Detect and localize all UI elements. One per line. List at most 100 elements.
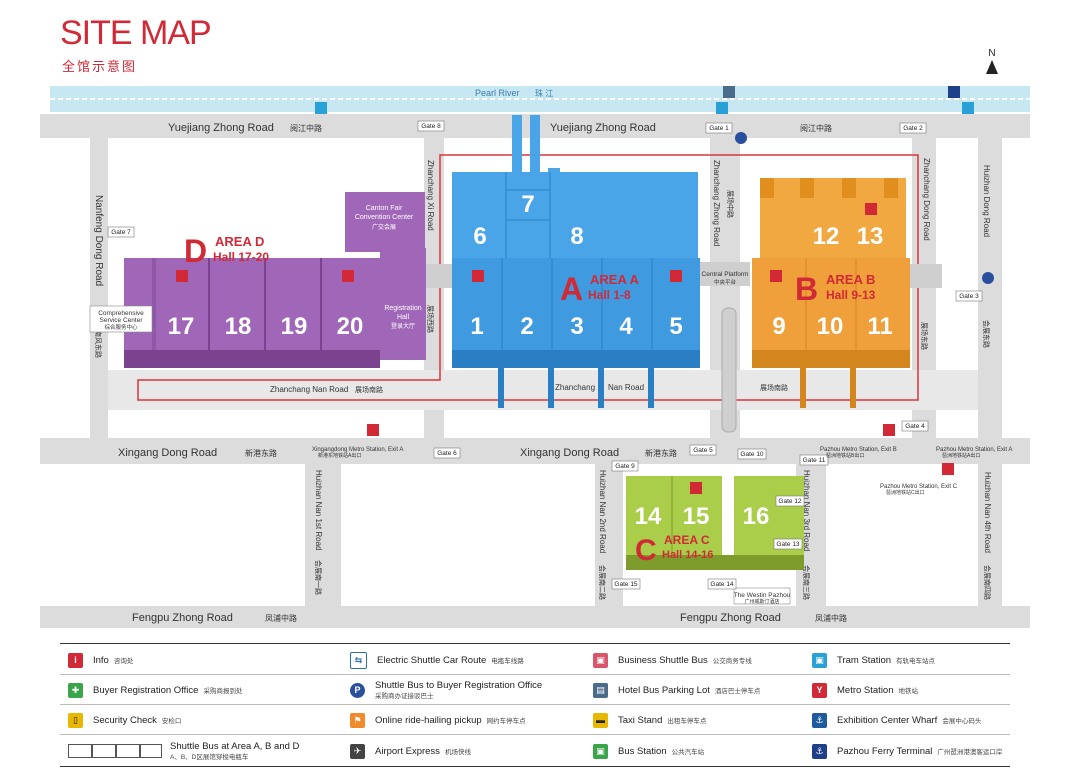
legend-buyer-registration-cn: 采购商报到处 [203,688,243,695]
gate-10: Gate 10 [740,451,764,458]
bus-station-icon: ▣ [593,743,608,759]
legend-ferry: ⚓ Pazhou Ferry Terminal 广州琶洲港澳客运口岸 [812,740,1002,762]
wharf-icon: ⚓ [812,712,827,728]
gate-8: Gate 8 [421,123,441,130]
comprehensive-label: Comprehensive [98,310,144,317]
area-b-letter: B [795,271,818,307]
hall-14: 14 [635,503,662,530]
area-c-halls: Hall 14-16 [662,549,713,561]
legend-hotel-bus-cn: 酒店巴士停车点 [714,688,761,695]
parking-icon: P [350,682,365,698]
legend-info-text: Info [93,654,109,666]
hall-18: 18 [225,313,252,340]
legend-ride-hailing-text: Online ride-hailing pickup [375,714,482,726]
area-d-label: AREA D [215,234,264,249]
pazhou-b-station: Pazhou Metro Station, Exit B [820,447,897,453]
legend-info-cn: 咨询处 [113,658,134,665]
hall-3: 3 [570,313,583,340]
hall-4: 4 [619,313,633,340]
hall-10: 10 [817,313,844,340]
road-huizhan-nan3: Huizhan Nan 3rd Road [802,470,811,551]
road-zhanchang-xi-cn: 展场西路 [426,305,435,333]
road-huizhan-nan2: Huizhan Nan 2nd Road [598,470,607,553]
pazhou-a-station: Pazhou Metro Station, Exit A [936,447,1012,453]
info-markers [176,203,877,494]
convention-center [345,192,425,252]
road-yuejiang-left: Yuejiang Zhong Road [168,122,274,134]
road-fengpu-left: Fengpu Zhong Road [132,612,233,624]
shuttle-route-icon: ⇆ [350,651,367,669]
convention-label-cn: 广交会展 [372,223,396,231]
area-c-block [626,476,722,570]
road-xingang-mid: Xingang Dong Road [520,447,619,459]
tram-icon: ▣ [812,652,827,668]
road-zhanchang-nan-mid2: Nan Road [608,383,644,392]
road-yuejiang-left-cn: 阅江中路 [290,123,322,133]
area-b-back [760,178,906,258]
hall-12: 12 [813,223,840,250]
site-map: Pearl River 珠 江 Yuejiang Zhong Road 阅江中路… [40,86,1030,628]
north-label: N [988,48,996,59]
area-c-label: AREA C [664,533,710,547]
business-bus-icon: ▣ [593,652,608,668]
buyer-registration-icon: ✚ [68,682,83,698]
road-zhanchang-zhong: Zhanchang Zhong Road [712,160,721,246]
legend-taxi-text: Taxi Stand [618,714,663,726]
airport-express-icon: ✈ [350,743,365,759]
hall-20: 20 [337,313,364,340]
legend-tram-text: Tram Station [837,654,892,666]
legend-shuttle-buyer: P Shuttle Bus to Buyer Registration Offi… [350,679,542,701]
hall-11: 11 [867,313,892,340]
area-b-label: AREA B [826,272,875,287]
legend-shuttle-route-cn: 电瓶车线路 [491,658,524,665]
convention-label-2: Convention Center [355,214,414,221]
area-d-letter: D [184,233,207,269]
legend-ferry-cn: 广州琶洲港澳客运口岸 [937,749,1003,756]
gate-6: Gate 6 [437,450,457,457]
gate-1: Gate 1 [709,125,729,132]
legend-security-text: Security Check [93,714,157,726]
area-a-back [452,172,698,258]
road-zhanchang-dong-cn: 展场东路 [920,322,929,350]
hall-13: 13 [857,223,884,250]
area-d-halls: Hall 17-20 [213,250,269,264]
shuttle-route [137,154,919,401]
hall-19: 19 [281,313,308,340]
area-c-letter: C [635,534,657,567]
legend-security: ▯ Security Check 安检口 [68,709,181,731]
legend-security-cn: 安检口 [161,718,182,725]
gate-13: Gate 13 [776,541,800,548]
road-huizhan-nan4-cn: 会展南四路 [983,565,992,600]
hall-2: 2 [520,313,533,340]
legend-shuttle-buyer-text: Shuttle Bus to Buyer Registration Office [375,680,543,691]
area-a-front [452,258,700,368]
legend-airport-express-cn: 机场快线 [444,749,471,756]
hall-7: 7 [521,191,534,218]
security-icon: ▯ [68,712,83,728]
shuttle-abd-icon [68,744,162,758]
hall-15: 15 [683,503,710,530]
xingangdong-station: Xingangdong Metro Station, Exit A [312,447,403,453]
hall-6: 6 [473,223,486,250]
road-yuejiang-mid: Yuejiang Zhong Road [550,122,656,134]
road-fengpu-left-cn: 凤浦中路 [265,613,297,623]
road-huizhan-nan2-cn: 会展南二路 [598,565,607,600]
gate-5: Gate 5 [693,447,713,454]
legend-metro-text: Metro Station [837,684,894,696]
gate-9: Gate 9 [615,463,635,470]
legend-ride-hailing-cn: 网约车停车点 [486,718,526,725]
central-platform [700,262,750,286]
pazhou-a-station-cn: 琶洲地铁站A出口 [942,452,980,459]
ferry-icon: ⚓ [812,743,827,759]
river-markers [315,86,974,114]
legend-ferry-text: Pazhou Ferry Terminal [837,745,933,757]
road-zhanchang-dong: Zhanchang Dong Road [922,158,931,241]
central-platform-label-cn: 中央平台 [714,278,737,286]
